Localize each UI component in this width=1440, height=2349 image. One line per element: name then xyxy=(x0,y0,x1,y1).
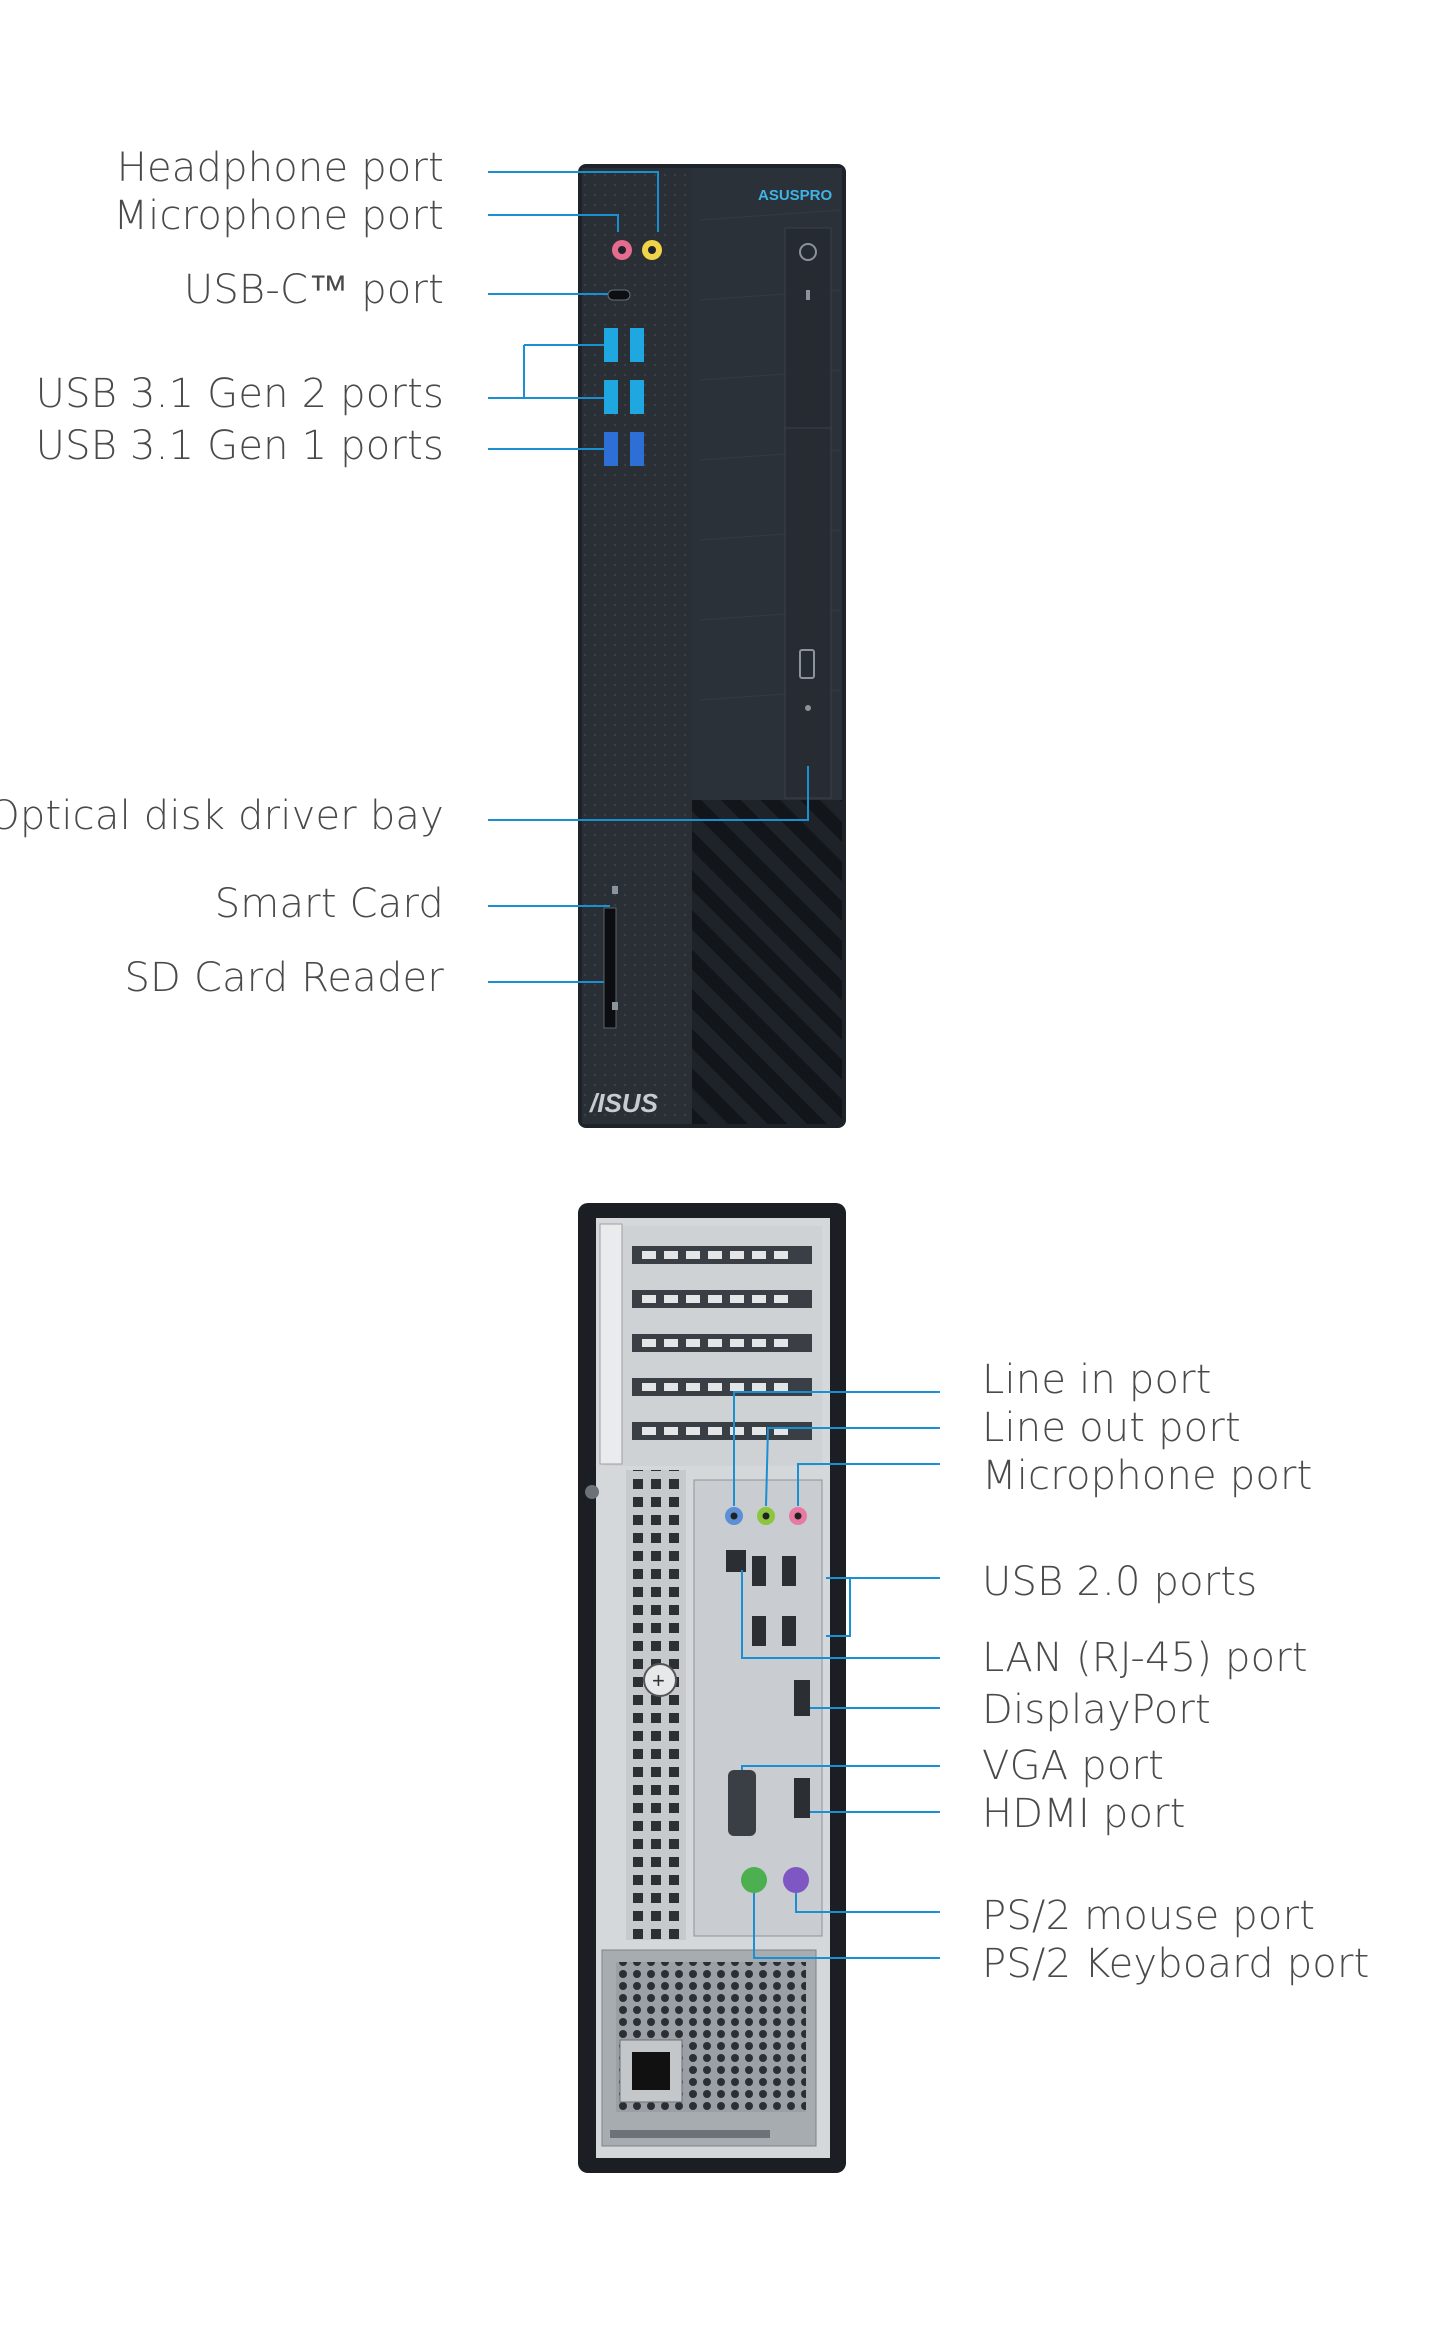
vga-port-icon xyxy=(728,1770,756,1836)
displayport-icon xyxy=(794,1680,810,1716)
label-line-in: Line in port xyxy=(982,1357,1212,1403)
back-case: + xyxy=(578,1203,846,2173)
label-ps2-keyboard: PS/2 Keyboard port xyxy=(982,1941,1370,1987)
rear-vent-plate xyxy=(626,1470,686,1940)
label-usb20: USB 2.0 ports xyxy=(982,1559,1258,1605)
front-usbc-port-icon xyxy=(607,289,631,301)
label-smart-card: Smart Card xyxy=(214,881,444,927)
front-usb-g2-port-icon xyxy=(630,328,644,362)
asuspro-badge: ASUSPRO xyxy=(758,187,833,204)
svg-text:+: + xyxy=(652,1668,665,1693)
label-microphone-port-back: Microphone port xyxy=(982,1453,1313,1499)
ps2-keyboard-port-icon xyxy=(741,1867,767,1893)
label-displayport: DisplayPort xyxy=(982,1687,1211,1733)
label-lan: LAN (RJ-45) port xyxy=(982,1635,1308,1681)
front-case: /ISUS ASUSPRO xyxy=(578,164,846,1128)
front-usb-g2-port-icon xyxy=(630,380,644,414)
optical-drive-bay xyxy=(784,427,832,799)
label-headphone-port: Headphone port xyxy=(116,145,444,191)
label-microphone-port-front: Microphone port xyxy=(113,193,444,239)
front-mesh-strip xyxy=(582,168,692,1124)
front-callout-lines xyxy=(488,171,809,983)
front-lower-stripes xyxy=(692,800,842,1124)
usb20-ports xyxy=(752,1556,796,1646)
power-bezel xyxy=(784,227,832,429)
eject-button-icon xyxy=(799,649,815,679)
lan-port-icon xyxy=(726,1550,746,1572)
label-optical-bay: Optical disk driver bay xyxy=(0,793,444,839)
front-usb-g2-port-icon xyxy=(604,328,618,362)
power-button-icon xyxy=(799,243,817,261)
smart-card-slot-icon xyxy=(603,907,617,1029)
label-vga: VGA port xyxy=(982,1743,1165,1789)
label-hdmi: HDMI port xyxy=(982,1791,1186,1837)
front-usb-g2-port-icon xyxy=(604,380,618,414)
hdmi-port-icon xyxy=(794,1778,810,1818)
label-usb31-gen1: USB 3.1 Gen 1 ports xyxy=(35,423,444,469)
front-usb-g1-port-icon xyxy=(604,432,618,466)
front-usb-g1-port-icon xyxy=(630,432,644,466)
power-inlet-icon xyxy=(632,2052,670,2090)
asus-logo: /ISUS xyxy=(589,1088,659,1118)
back-callout-lines xyxy=(733,1391,940,1959)
label-line-out: Line out port xyxy=(982,1405,1241,1451)
label-ps2-mouse: PS/2 mouse port xyxy=(982,1893,1316,1939)
label-sd-card-reader: SD Card Reader xyxy=(124,955,444,1001)
ps2-mouse-port-icon xyxy=(783,1867,809,1893)
label-usb31-gen2: USB 3.1 Gen 2 ports xyxy=(35,371,444,417)
label-usbc-port: USB-C™ port xyxy=(183,267,444,313)
